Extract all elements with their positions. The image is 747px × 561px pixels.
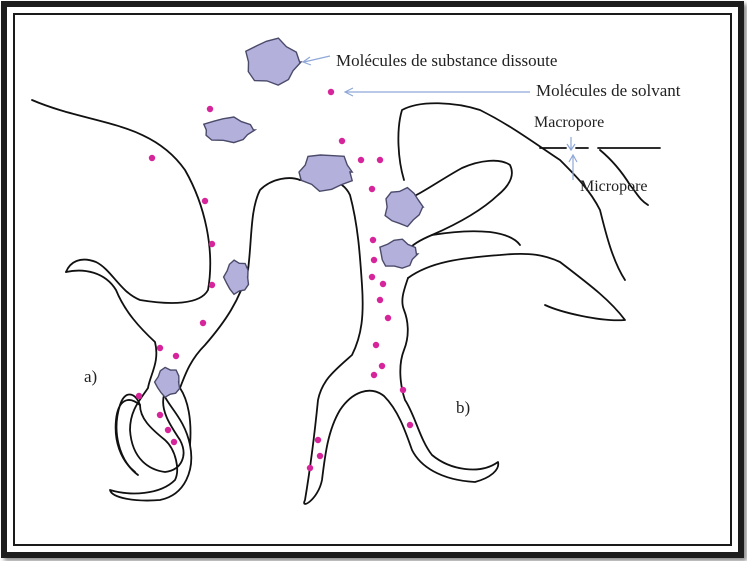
solvent-molecule — [339, 138, 345, 144]
solvent-molecule — [377, 297, 383, 303]
solvent-molecule — [207, 106, 213, 112]
solvent-molecule — [373, 342, 379, 348]
solvent-molecule — [171, 439, 177, 445]
solvent-molecule — [385, 315, 391, 321]
solvent-molecule — [317, 453, 323, 459]
solvent-molecule — [136, 393, 142, 399]
solvent-molecule — [149, 155, 155, 161]
label-pore-a: a) — [84, 367, 97, 386]
label-solute: Molécules de substance dissoute — [336, 51, 557, 70]
label-pore-b: b) — [456, 398, 470, 417]
solvent-molecule — [157, 412, 163, 418]
solvent-molecule — [200, 320, 206, 326]
solvent-molecule — [315, 437, 321, 443]
solvent-molecule — [202, 198, 208, 204]
solvent-molecule — [369, 274, 375, 280]
solvent-molecule — [173, 353, 179, 359]
solvent-molecule — [307, 465, 313, 471]
solvent-molecule — [209, 241, 215, 247]
solvent-molecule — [380, 281, 386, 287]
label-macropore: Macropore — [534, 114, 604, 131]
solvent-molecule — [328, 89, 334, 95]
label-solvent: Molécules de solvant — [536, 81, 681, 100]
solvent-molecule — [379, 363, 385, 369]
solvent-molecule — [165, 427, 171, 433]
solvent-molecule — [369, 186, 375, 192]
solvent-molecule — [400, 387, 406, 393]
solvent-molecule — [370, 237, 376, 243]
label-micropore: Micropore — [580, 178, 648, 195]
solvent-molecule — [377, 157, 383, 163]
solvent-molecule — [209, 282, 215, 288]
solvent-molecule — [358, 157, 364, 163]
solvent-molecule — [371, 257, 377, 263]
solvent-molecule — [157, 345, 163, 351]
solvent-molecule — [371, 372, 377, 378]
solvent-molecule — [407, 422, 413, 428]
